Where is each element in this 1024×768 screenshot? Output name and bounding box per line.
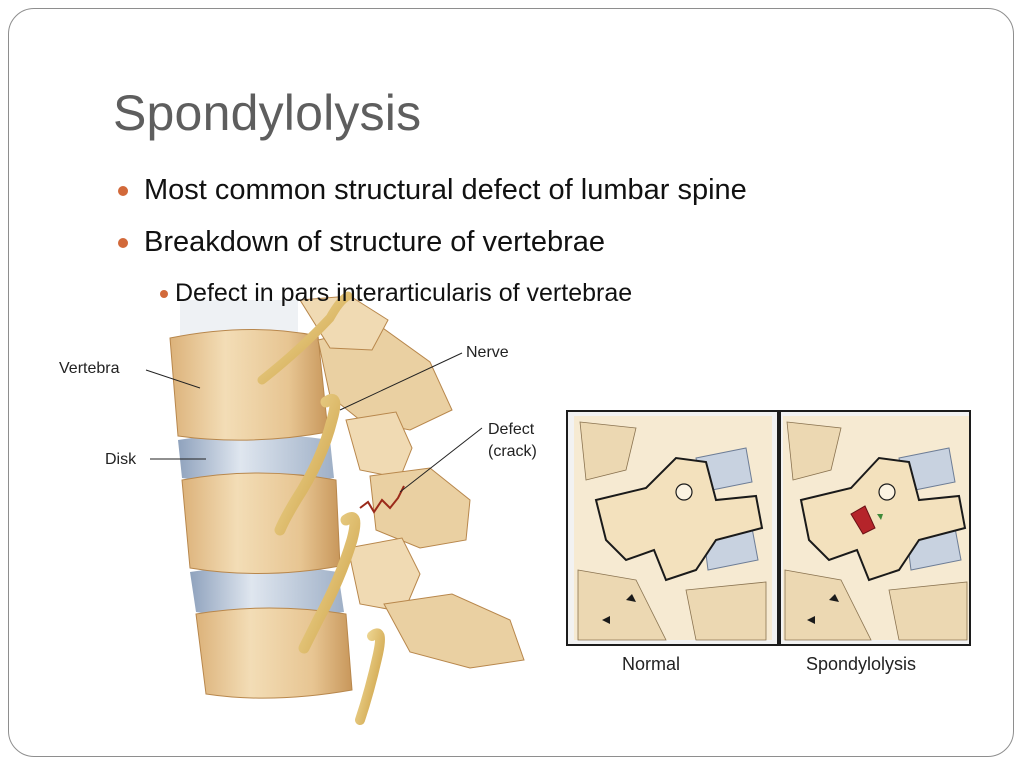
nerve-root [274, 394, 341, 536]
bone-texture [685, 581, 767, 641]
bone-texture [786, 421, 842, 481]
sub-bullet-item: Defect in pars interarticularis of verte… [160, 278, 632, 308]
vertebra-leader [145, 369, 201, 389]
vertebra-outline [594, 456, 764, 582]
normal-caption: Normal [622, 654, 681, 674]
panel-divider [777, 410, 781, 646]
bullet-list: Most common structural defect of lumbar … [118, 172, 747, 276]
defect-leader [399, 427, 483, 493]
posterior-element [345, 411, 413, 479]
bone-texture [579, 421, 637, 481]
posterior-element [347, 537, 421, 613]
defect-crack [359, 485, 405, 514]
bone-texture [577, 569, 667, 641]
bullet-dot [118, 186, 128, 196]
disk-label: Disk [105, 451, 137, 468]
bullet-dot [118, 238, 128, 248]
foramen [675, 483, 693, 501]
vertebra-body [181, 472, 341, 575]
spondylolysis-panel [783, 416, 969, 641]
posterior-element [369, 467, 471, 549]
bone-texture [888, 581, 968, 641]
pars-defect [850, 505, 876, 535]
bullet-item: Most common structural defect of lumbar … [118, 172, 747, 224]
slide-title: Spondylolysis [113, 85, 422, 141]
defect-crack-label: (crack) [488, 443, 537, 460]
nerve-label: Nerve [466, 344, 509, 361]
vertebra-body [195, 607, 353, 699]
sub-bullet-list: Defect in pars interarticularis of verte… [160, 278, 632, 308]
nerve-root [298, 512, 361, 654]
posterior-element [383, 593, 525, 669]
foramen [878, 483, 896, 501]
bullet-dot [160, 290, 168, 298]
bullet-text: Most common structural defect of lumbar … [144, 174, 747, 206]
vertebra-label: Vertebra [59, 360, 120, 377]
bone-texture [784, 569, 872, 641]
bullet-text: Breakdown of structure of vertebrae [144, 226, 606, 258]
vertebra-outline [799, 456, 967, 582]
spondylolysis-caption: Spondylolysis [806, 654, 917, 674]
normal-panel [574, 416, 772, 641]
nerve-root [257, 291, 353, 385]
nerve-leader [339, 352, 463, 411]
bullet-item: Breakdown of structure of vertebrae [118, 224, 747, 276]
defect-label: Defect [488, 421, 535, 438]
comparison-illustration [574, 410, 969, 646]
nerve-root [355, 628, 385, 725]
disk-shape [190, 566, 344, 618]
disk-shape [178, 434, 334, 484]
sub-bullet-text: Defect in pars interarticularis of verte… [175, 279, 633, 307]
